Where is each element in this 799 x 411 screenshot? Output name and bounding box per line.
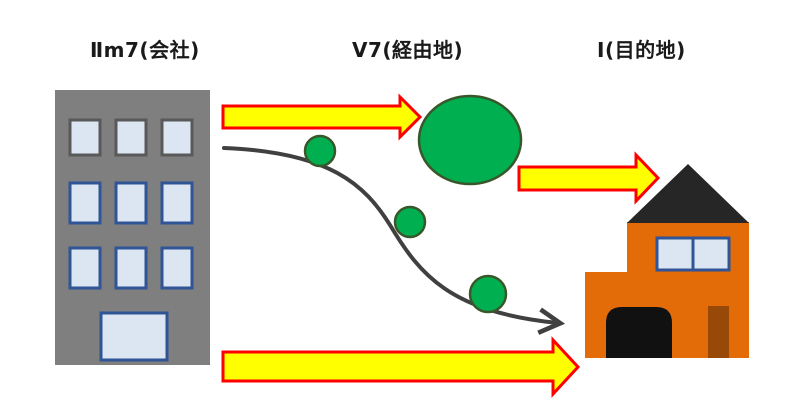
arrow-via-to-destination [517,151,661,205]
window [160,181,194,225]
office-building-icon [55,90,210,365]
building-door [99,311,169,362]
via-small-circle-icon [303,134,337,168]
house-icon [585,164,749,358]
window [68,246,102,290]
via-small-circle-icon [468,274,508,314]
window [68,181,102,225]
window [160,118,194,157]
house-door [708,306,729,358]
window [114,181,148,225]
arrow-company-to-destination [221,336,581,398]
via-label: Ⅴ7(経由地) [352,38,464,62]
curved-route-arrow [222,146,558,323]
window [160,246,194,290]
window [114,118,148,157]
company-label: Ⅱm7(会社) [90,38,200,62]
garage-icon [606,307,672,358]
via-big-circle-icon [417,94,523,186]
house-roof [627,164,749,223]
window [68,118,102,157]
window [114,246,148,290]
arrow-company-to-via [221,93,423,141]
via-small-circle-icon [393,205,427,239]
destination-label: Ⅰ(目的地) [597,38,686,62]
